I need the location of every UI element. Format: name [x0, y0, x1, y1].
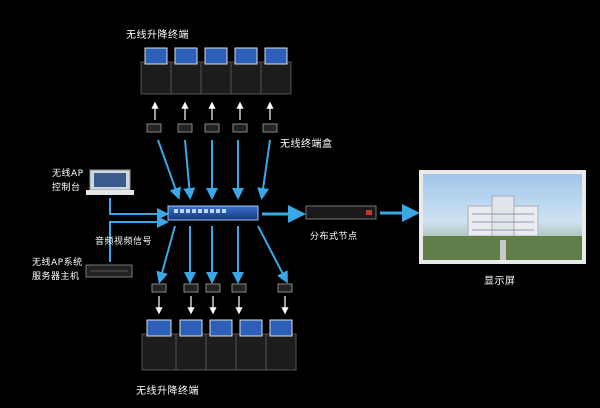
- bottom-terminal-1: [141, 319, 177, 371]
- bottom-wireless-boxes: [151, 283, 293, 293]
- top-terminals: [140, 47, 292, 95]
- matrix-node: [305, 205, 377, 220]
- switch-label: 音频视频信号: [95, 237, 153, 247]
- top-terminal-5: [260, 47, 292, 95]
- panel-to-switch-arrow: [109, 198, 169, 220]
- top-terminal-2: [170, 47, 202, 95]
- bottom-terminal-3: [205, 319, 237, 371]
- bottom-terminal-2: [175, 319, 207, 371]
- bottom-blue-arrows: [156, 225, 288, 284]
- bottom-terminals: [141, 319, 297, 371]
- top-terminals-title: 无线升降终端: [126, 30, 189, 41]
- bottom-terminals-title: 无线升降终端: [136, 386, 199, 397]
- top-wireless-boxes: [146, 123, 278, 133]
- server-to-switch-arrow: [109, 216, 169, 262]
- wireless-terminal-label: 无线终端盒: [280, 139, 333, 150]
- central-switch: [167, 205, 259, 221]
- control-panel: [86, 169, 134, 195]
- top-terminal-1: [140, 47, 172, 95]
- bottom-terminal-4: [235, 319, 267, 371]
- bottom-white-arrows: [155, 296, 289, 315]
- server-label: 无线AP系统 服务器主机: [32, 258, 83, 282]
- control-panel-label: 无线AP 控制台: [52, 169, 84, 193]
- top-terminal-4: [230, 47, 262, 95]
- matrix-label: 分布式节点: [310, 232, 358, 242]
- top-blue-arrows: [157, 139, 271, 200]
- bottom-terminal-5: [265, 319, 297, 371]
- server-host: [85, 264, 133, 278]
- display-screen: [419, 170, 586, 264]
- display-label: 显示屏: [484, 276, 516, 287]
- top-white-arrows: [151, 101, 274, 120]
- top-terminal-3: [200, 47, 232, 95]
